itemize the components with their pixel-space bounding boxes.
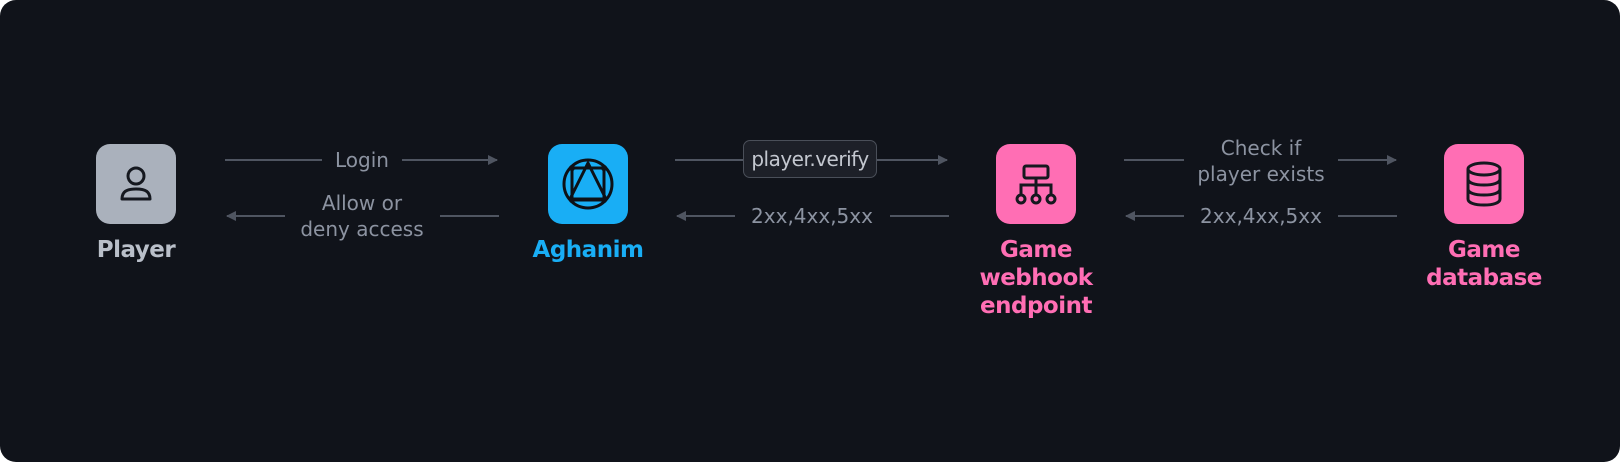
edge-label-status-codes-1: 2xx,4xx,5xx: [751, 204, 873, 228]
edge-label-allow-deny: Allow or deny access: [272, 190, 452, 242]
webhook-node: [996, 144, 1076, 224]
database-label: Game database: [1384, 236, 1584, 292]
aghanim-label: Aghanim: [532, 237, 644, 263]
webhook-label-line-1: Game: [1000, 237, 1072, 263]
edge-label-login: Login: [335, 148, 389, 172]
edge-label-allow-deny-line-1: Allow or: [321, 191, 403, 215]
person-icon: [120, 166, 152, 201]
edge-label-check-player-line-2: player exists: [1197, 162, 1325, 186]
database-label-line-2: database: [1426, 265, 1542, 291]
player-label: Player: [96, 237, 176, 263]
aghanim-node: [548, 144, 628, 224]
database-icon: [1466, 161, 1502, 207]
aghanim-logo-icon: [562, 158, 614, 210]
webhook-label-line-3: endpoint: [980, 293, 1092, 319]
webhook-label: Game webhook endpoint: [936, 236, 1136, 320]
player-verify-badge: player.verify: [743, 140, 877, 178]
webhook-label-line-2: webhook: [979, 265, 1093, 291]
sitemap-icon: [1015, 164, 1057, 205]
player-node: [96, 144, 176, 224]
edge-label-check-player-line-1: Check if: [1220, 136, 1302, 160]
edge-label-check-player: Check if player exists: [1171, 135, 1351, 187]
database-label-line-1: Game: [1448, 237, 1520, 263]
edge-label-status-codes-2: 2xx,4xx,5xx: [1200, 204, 1322, 228]
database-node: [1444, 144, 1524, 224]
edge-label-allow-deny-line-2: deny access: [300, 217, 424, 241]
